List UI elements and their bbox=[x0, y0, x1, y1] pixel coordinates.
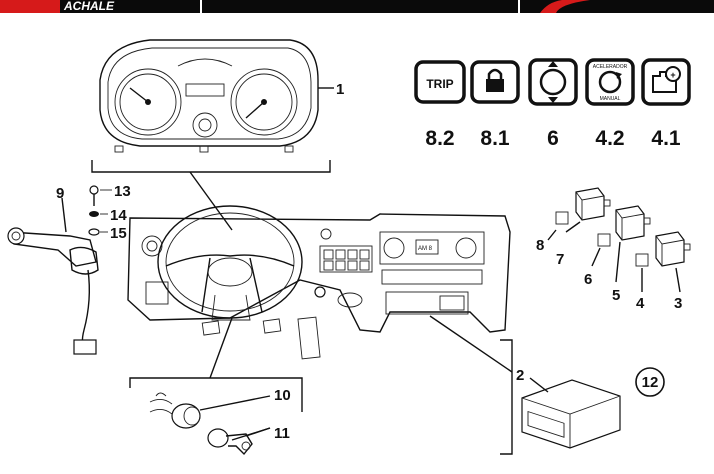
callout-6: 6 bbox=[584, 271, 592, 288]
lock-icon bbox=[487, 68, 503, 80]
relay-switches: 7 8 6 5 4 3 bbox=[536, 187, 691, 312]
callout-9: 9 bbox=[56, 185, 64, 202]
callout-1: 1 bbox=[336, 81, 344, 98]
icon-accelerator: ACELERADOR MANUAL 4.2 bbox=[585, 58, 635, 150]
radio-display: AM 8 bbox=[418, 246, 433, 252]
dashboard: AM 8 bbox=[127, 205, 513, 373]
callout-12: 12 bbox=[642, 374, 659, 391]
accelerator-top-text: ACELERADOR bbox=[593, 64, 628, 70]
callout-13: 13 bbox=[114, 183, 131, 200]
icon-label-4-1: 4.1 bbox=[651, 127, 681, 150]
brand-logo-text: ACHALE bbox=[63, 0, 115, 13]
callout-7: 7 bbox=[556, 251, 564, 268]
callout-8: 8 bbox=[536, 237, 544, 254]
radio-unit: 2 12 bbox=[500, 339, 665, 455]
icon-label-6: 6 bbox=[547, 127, 559, 150]
brand-red-block bbox=[0, 0, 60, 13]
callout-14: 14 bbox=[110, 207, 127, 224]
callout-15: 15 bbox=[110, 225, 127, 242]
icon-rotate: 6 bbox=[528, 58, 578, 150]
svg-text:+: + bbox=[670, 70, 675, 80]
callout-2: 2 bbox=[516, 367, 524, 384]
icon-engine-preheat: + 4.1 bbox=[641, 58, 691, 150]
icon-label-8-1: 8.1 bbox=[480, 127, 510, 150]
accelerator-icon bbox=[598, 70, 622, 94]
icon-label-4-2: 4.2 bbox=[595, 127, 624, 150]
icon-lock: 8.1 bbox=[470, 60, 520, 150]
icon-trip: TRIP 8.2 bbox=[414, 60, 466, 150]
combination-stalk: 9 bbox=[7, 185, 99, 355]
callout-circle-12 bbox=[635, 367, 665, 397]
instrument-cluster: 1 bbox=[91, 39, 344, 231]
callout-3: 3 bbox=[674, 295, 682, 312]
icon-label-8-2: 8.2 bbox=[425, 127, 454, 150]
accelerator-bottom-text: MANUAL bbox=[600, 96, 621, 102]
fasteners: 13 14 15 bbox=[88, 183, 131, 242]
ignition-switch: 10 11 bbox=[129, 317, 303, 456]
trip-icon-text: TRIP bbox=[426, 77, 453, 91]
header-strip: ACHALE bbox=[0, 0, 714, 13]
rotate-icon bbox=[539, 68, 567, 96]
callout-4: 4 bbox=[636, 295, 645, 312]
brand-swoosh bbox=[540, 0, 590, 13]
callout-5: 5 bbox=[612, 287, 620, 304]
callout-11: 11 bbox=[274, 425, 290, 442]
callout-10: 10 bbox=[274, 387, 291, 404]
